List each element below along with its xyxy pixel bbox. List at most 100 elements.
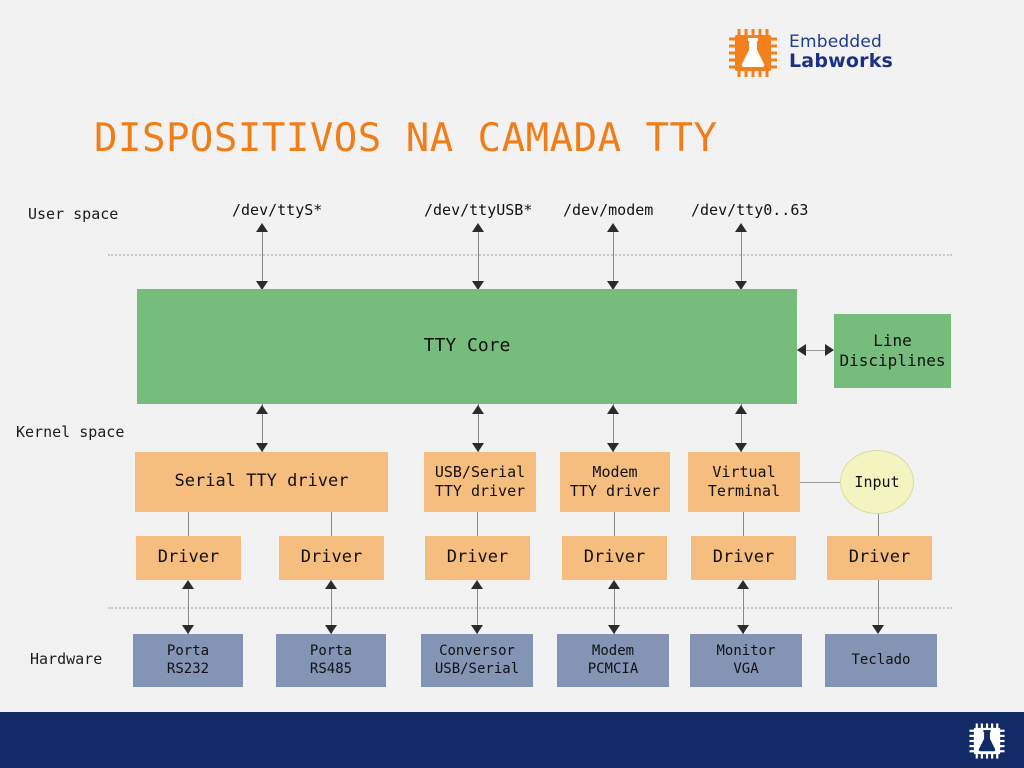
arrowhead-down-modem-pcmcia <box>608 625 620 634</box>
tty-driver-virtual-terminal[interactable]: Virtual Terminal <box>688 452 800 512</box>
arrowhead-up-tty063 <box>735 223 747 232</box>
arrowhead-up-virtual-terminal <box>735 405 747 414</box>
input-node[interactable]: Input <box>840 450 914 514</box>
device-node-modem: /dev/modem <box>563 201 654 219</box>
hardware-rs232-label-1: Porta <box>166 643 210 659</box>
arrowhead-up-driver5 <box>737 580 749 589</box>
hardware-monitor-label-1: Monitor <box>716 643 776 659</box>
hardware-box-modem-pcmcia[interactable]: Modem PCMCIA <box>557 634 669 687</box>
connector-core-virtual-terminal <box>741 404 742 452</box>
zone-label-kernel-space: Kernel space <box>16 423 125 441</box>
arrowhead-down-modem-driver <box>607 443 619 452</box>
connector-conversor-driver3 <box>477 589 478 634</box>
input-node-label: Input <box>854 472 900 491</box>
connector-virtual-terminal-input <box>800 482 840 483</box>
driver-box-1-label: Driver <box>157 547 220 568</box>
tty-driver-usbserial-label-1: USB/Serial <box>434 463 526 482</box>
arrowhead-up-driver3 <box>471 580 483 589</box>
arrowhead-down-ttyusb <box>472 281 484 290</box>
hardware-rs485-label-1: Porta <box>309 643 353 659</box>
arrowhead-up-usbserial-driver <box>472 405 484 414</box>
connector-serial-driver-driver2 <box>331 512 332 536</box>
driver-box-3-label: Driver <box>446 547 509 568</box>
connector-serial-driver-driver1 <box>188 512 189 536</box>
brand-logo: Embedded Labworks <box>727 27 893 79</box>
arrowhead-up-driver1 <box>182 580 194 589</box>
driver-box-3[interactable]: Driver <box>425 536 530 580</box>
tty-driver-usbserial-label-2: TTY driver <box>434 482 526 500</box>
line-disciplines-label-2: Disciplines <box>839 351 946 370</box>
hardware-box-porta-rs232[interactable]: Porta RS232 <box>133 634 243 687</box>
arrowhead-down-rs485 <box>325 625 337 634</box>
hardware-box-porta-rs485[interactable]: Porta RS485 <box>276 634 386 687</box>
brand-line-2: Labworks <box>789 49 894 72</box>
device-node-ttyusb: /dev/ttyUSB* <box>424 201 533 219</box>
tty-driver-modem-label-1: Modem <box>592 463 638 482</box>
tty-driver-usbserial[interactable]: USB/Serial TTY driver <box>424 452 536 512</box>
footer-bar <box>0 712 1024 768</box>
hardware-rs485-label-2: RS485 <box>309 660 353 677</box>
tty-core-label: TTY Core <box>423 335 511 357</box>
connector-modem-driver-driver4 <box>614 512 615 536</box>
driver-box-5-label: Driver <box>712 547 775 568</box>
arrowhead-down-monitor <box>737 625 749 634</box>
arrowhead-down-usbserial-driver <box>472 443 484 452</box>
virtual-terminal-label-2: Terminal <box>707 482 781 500</box>
tty-driver-modem-label-2: TTY driver <box>569 482 661 500</box>
divider-kernel-hardware <box>108 607 952 609</box>
connector-ttyusb-core <box>478 230 479 289</box>
connector-core-modem-driver <box>613 404 614 452</box>
chip-flask-icon <box>727 27 779 79</box>
arrowhead-up-modem-driver <box>607 405 619 414</box>
connector-input-driver6 <box>878 514 879 536</box>
connector-core-serial-driver <box>262 404 263 452</box>
virtual-terminal-label-1: Virtual <box>712 463 776 482</box>
arrowhead-down-serial-driver <box>256 443 268 452</box>
driver-box-4[interactable]: Driver <box>562 536 667 580</box>
arrowhead-up-ttys <box>256 223 268 232</box>
tty-driver-modem[interactable]: Modem TTY driver <box>560 452 670 512</box>
arrowhead-down-modem <box>607 281 619 290</box>
brand-line-1: Embedded <box>789 32 882 53</box>
zone-label-user-space: User space <box>28 205 119 223</box>
connector-tty063-core <box>741 230 742 289</box>
connector-driver6-teclado <box>878 580 879 626</box>
arrowhead-up-ttyusb <box>472 223 484 232</box>
arrowhead-down-tty063 <box>735 281 747 290</box>
driver-box-2[interactable]: Driver <box>279 536 384 580</box>
hardware-box-teclado[interactable]: Teclado <box>825 634 937 687</box>
driver-box-6-label: Driver <box>848 547 911 568</box>
arrowhead-up-driver2 <box>325 580 337 589</box>
arrowhead-right-line-disciplines <box>825 344 834 356</box>
divider-user-kernel <box>108 254 952 256</box>
footer-chip-flask-icon <box>968 722 1006 760</box>
driver-box-1[interactable]: Driver <box>136 536 241 580</box>
hardware-box-conversor-usb-serial[interactable]: Conversor USB/Serial <box>421 634 533 687</box>
hardware-modem-label-1: Modem <box>591 643 635 659</box>
arrowhead-up-serial-driver <box>256 405 268 414</box>
tty-driver-serial[interactable]: Serial TTY driver <box>135 452 388 512</box>
connector-core-usbserial-driver <box>478 404 479 452</box>
connector-monitor-driver5 <box>743 589 744 634</box>
connector-core-line-disciplines <box>804 350 828 351</box>
arrowhead-down-rs232 <box>182 625 194 634</box>
device-node-ttys: /dev/ttyS* <box>232 201 323 219</box>
driver-box-5[interactable]: Driver <box>691 536 796 580</box>
arrowhead-left-line-disciplines <box>797 344 806 356</box>
hardware-conversor-label-2: USB/Serial <box>434 660 520 677</box>
page-title: DISPOSITIVOS NA CAMADA TTY <box>94 116 718 161</box>
line-disciplines-box[interactable]: Line Disciplines <box>834 314 951 388</box>
hardware-box-monitor-vga[interactable]: Monitor VGA <box>690 634 802 687</box>
arrowhead-up-driver4 <box>608 580 620 589</box>
zone-label-hardware: Hardware <box>30 650 103 668</box>
hardware-rs232-label-2: RS232 <box>166 660 210 677</box>
connector-ttys-core <box>262 230 263 289</box>
arrowhead-up-modem <box>607 223 619 232</box>
tty-core-box[interactable]: TTY Core <box>137 289 797 404</box>
driver-box-6[interactable]: Driver <box>827 536 932 580</box>
line-disciplines-label-1: Line <box>873 331 912 350</box>
connector-modem-core <box>613 230 614 289</box>
tty-driver-serial-label: Serial TTY driver <box>174 471 349 492</box>
arrowhead-down-teclado <box>872 625 884 634</box>
